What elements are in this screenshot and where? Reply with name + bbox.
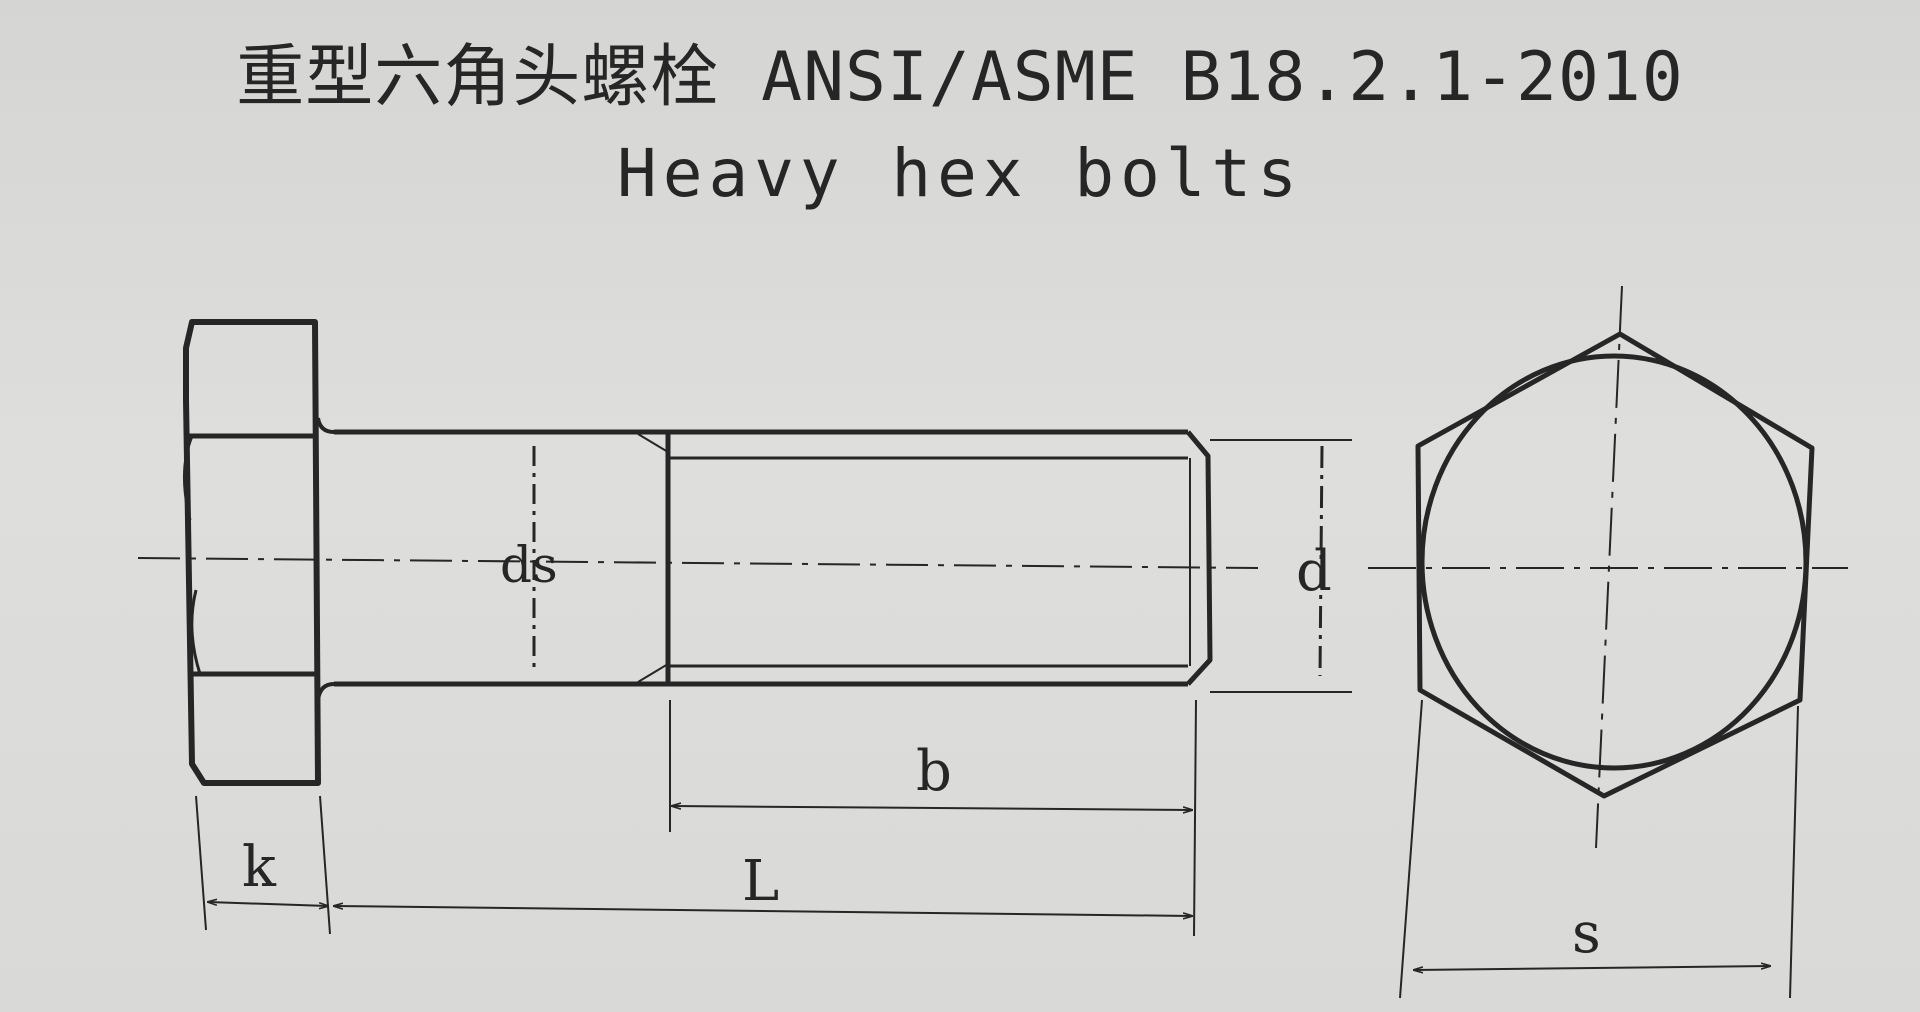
- drawing-subtitle: Heavy hex bolts: [616, 135, 1304, 212]
- drawing-title: 重型六角头螺栓 ANSI/ASME B18.2.1-2010: [236, 38, 1684, 117]
- label-b: b: [916, 739, 952, 804]
- s-ext-right: [1789, 705, 1799, 999]
- thread-runout-bottom: [637, 663, 669, 683]
- thread-end-chamfer: [1186, 430, 1213, 686]
- head-chamfer-arc-bottom: [190, 589, 202, 675]
- label-L: L: [742, 849, 779, 914]
- hex-outline: [1415, 331, 1815, 799]
- bolt-end-view: [1415, 331, 1815, 799]
- shank-fillet-top: [316, 417, 335, 434]
- bolt-head-outline: [183, 319, 321, 786]
- k-dim-line: [208, 902, 328, 906]
- b-ext-right: [1193, 699, 1197, 937]
- s-dimension: [1399, 699, 1799, 999]
- d-dim-line: [1318, 445, 1324, 677]
- label-s: s: [1572, 901, 1601, 966]
- head-chamfer-arc-top: [183, 435, 194, 521]
- k-ext-left: [195, 795, 207, 931]
- shank-fillet-bottom: [316, 682, 335, 701]
- k-L-dimensions: [195, 795, 1192, 935]
- L-dim-line: [334, 906, 1192, 916]
- side-view-centerline: [137, 557, 1259, 569]
- thread-runout-top: [637, 433, 669, 453]
- s-ext-left: [1399, 699, 1423, 999]
- bearing-circle: [1419, 353, 1809, 771]
- b-dimension: [669, 699, 1197, 937]
- label-d: d: [1296, 539, 1332, 604]
- bolt-side-view: [183, 319, 1213, 786]
- label-k: k: [242, 835, 277, 900]
- s-dim-line: [1414, 966, 1770, 970]
- b-dim-line: [672, 806, 1192, 810]
- label-ds: ds: [500, 536, 558, 594]
- k-ext-right: [319, 795, 331, 935]
- d-dimension: [1210, 439, 1352, 693]
